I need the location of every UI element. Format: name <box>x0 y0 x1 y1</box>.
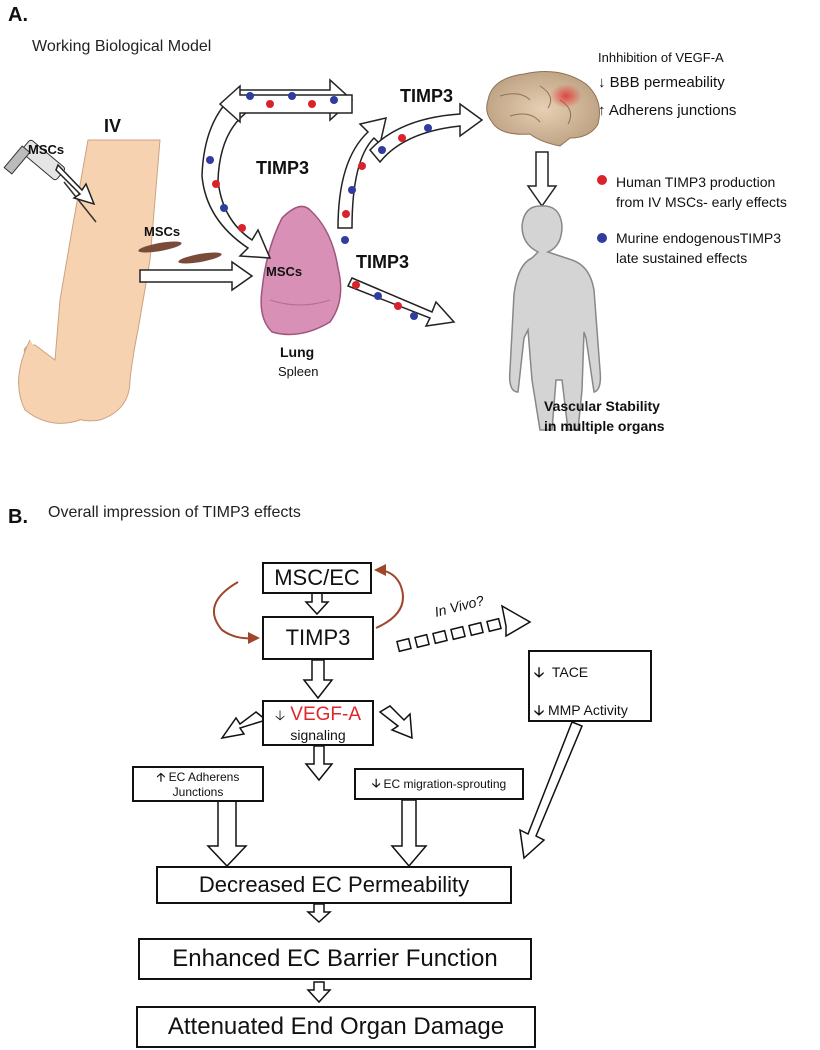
ec-adherens-line-1: EC Adherens <box>168 770 240 784</box>
in-vivo-dashed-arrow <box>396 604 532 653</box>
ec-adherens-line-2: Junctions <box>172 785 224 799</box>
arrow-vegf-right <box>378 705 413 740</box>
iv-label: IV <box>104 116 122 136</box>
arm <box>23 139 161 422</box>
vegf-box: 🡣 VEGF-A signaling <box>262 700 374 746</box>
msc-cell <box>138 241 182 253</box>
arrow-right-to-decreased <box>390 799 428 868</box>
legend-blue-line-2: late sustained effects <box>616 250 748 266</box>
arrow-mmp-to-decreased <box>519 721 583 860</box>
arrow-vegf-left <box>220 711 268 740</box>
tace-label: TACE <box>551 664 589 680</box>
tace-down-icon: 🡣 <box>534 664 545 680</box>
legend-red-line-2: from IV MSCs- early effects <box>616 194 787 210</box>
timp3-box: TIMP3 <box>262 616 374 660</box>
loop-arrow-left <box>213 581 255 640</box>
vegf-label: VEGF-A <box>290 704 362 725</box>
legend-blue-text: Murine endogenousTIMP3 late sustained ef… <box>616 228 781 268</box>
mscs-syringe-label: MSCs <box>28 142 65 157</box>
msc-cell <box>178 252 222 264</box>
brain-effect-1: Inhhibition of VEGF-A <box>598 50 724 65</box>
arrow-vegf-down <box>304 745 334 782</box>
panel-b-title: Overall impression of TIMP3 effects <box>48 504 301 521</box>
timp3-brain-label: TIMP3 <box>400 86 454 106</box>
mscs-cells-label: MSCs <box>144 224 181 239</box>
legend-red-line-1: Human TIMP3 production <box>616 174 776 190</box>
outcome-line-1: Vascular Stability <box>544 398 660 414</box>
mscs-lung-label: MSCs <box>266 264 303 279</box>
tace-mmp-box: 🡣 TACE 🡣 MMP Activity <box>528 650 652 722</box>
timp3-dots <box>206 92 432 320</box>
legend-dot-red <box>597 175 607 185</box>
decreased-box: Decreased EC Permeability <box>156 866 512 904</box>
panel-a-label: A. <box>8 4 28 26</box>
ec-migration-label: EC migration-sprouting <box>383 777 507 791</box>
arrow-msc-timp3 <box>304 591 330 616</box>
mmp-down-icon: 🡣 <box>534 702 545 718</box>
syringe-arrow <box>55 163 96 206</box>
panel-a-title: Working Biological Model <box>32 38 212 55</box>
vegf-down-icon: 🡣 <box>274 707 286 723</box>
brain-image <box>486 71 600 147</box>
migration-down-icon: 🡣 <box>371 775 381 790</box>
loop-arrow-right <box>375 569 404 629</box>
brain-effect-3: ↑ Adherens junctions <box>598 102 737 119</box>
lung-to-body-arrow <box>346 277 456 327</box>
outcome-line-2: in multiple organs <box>544 418 665 434</box>
msc-ec-box: MSC/EC <box>262 562 372 594</box>
syringe-icon <box>3 139 97 223</box>
arrow-left-to-decreased <box>206 799 248 868</box>
brain-effect-2: ↓ BBB permeability <box>598 74 725 91</box>
legend-dot-blue <box>597 233 607 243</box>
legend-blue-line-1: Murine endogenousTIMP3 <box>616 230 781 246</box>
panel-b-label: B. <box>8 506 28 528</box>
timp3-cycle-label: TIMP3 <box>256 158 310 178</box>
spleen-label: Spleen <box>278 364 319 379</box>
ec-migration-box: 🡣EC migration-sprouting <box>354 768 524 800</box>
outcome-text: Vascular Stability in multiple organs <box>544 396 665 436</box>
attenuated-box: Attenuated End Organ Damage <box>136 1006 536 1048</box>
hand <box>18 339 81 424</box>
arrow-decreased-enhanced <box>306 903 332 924</box>
legend-red-text: Human TIMP3 production from IV MSCs- ear… <box>616 172 787 212</box>
ec-adherens-box: 🡡 EC Adherens Junctions <box>132 766 264 802</box>
signaling-label: signaling <box>290 727 346 743</box>
adherens-up-icon: 🡡 <box>156 770 166 784</box>
arm-to-lung-arrow <box>139 260 254 292</box>
timp3-body-label: TIMP3 <box>356 252 410 272</box>
lung-label: Lung <box>280 344 315 360</box>
enhanced-box: Enhanced EC Barrier Function <box>138 938 532 980</box>
mmp-label: MMP Activity <box>547 702 628 718</box>
brain-down-arrow <box>526 151 558 208</box>
arrow-to-brain-2 <box>368 102 484 164</box>
arrow-enhanced-attenuated <box>306 981 332 1004</box>
arrow-timp3-vegf <box>302 659 334 700</box>
human-silhouette <box>508 205 602 431</box>
